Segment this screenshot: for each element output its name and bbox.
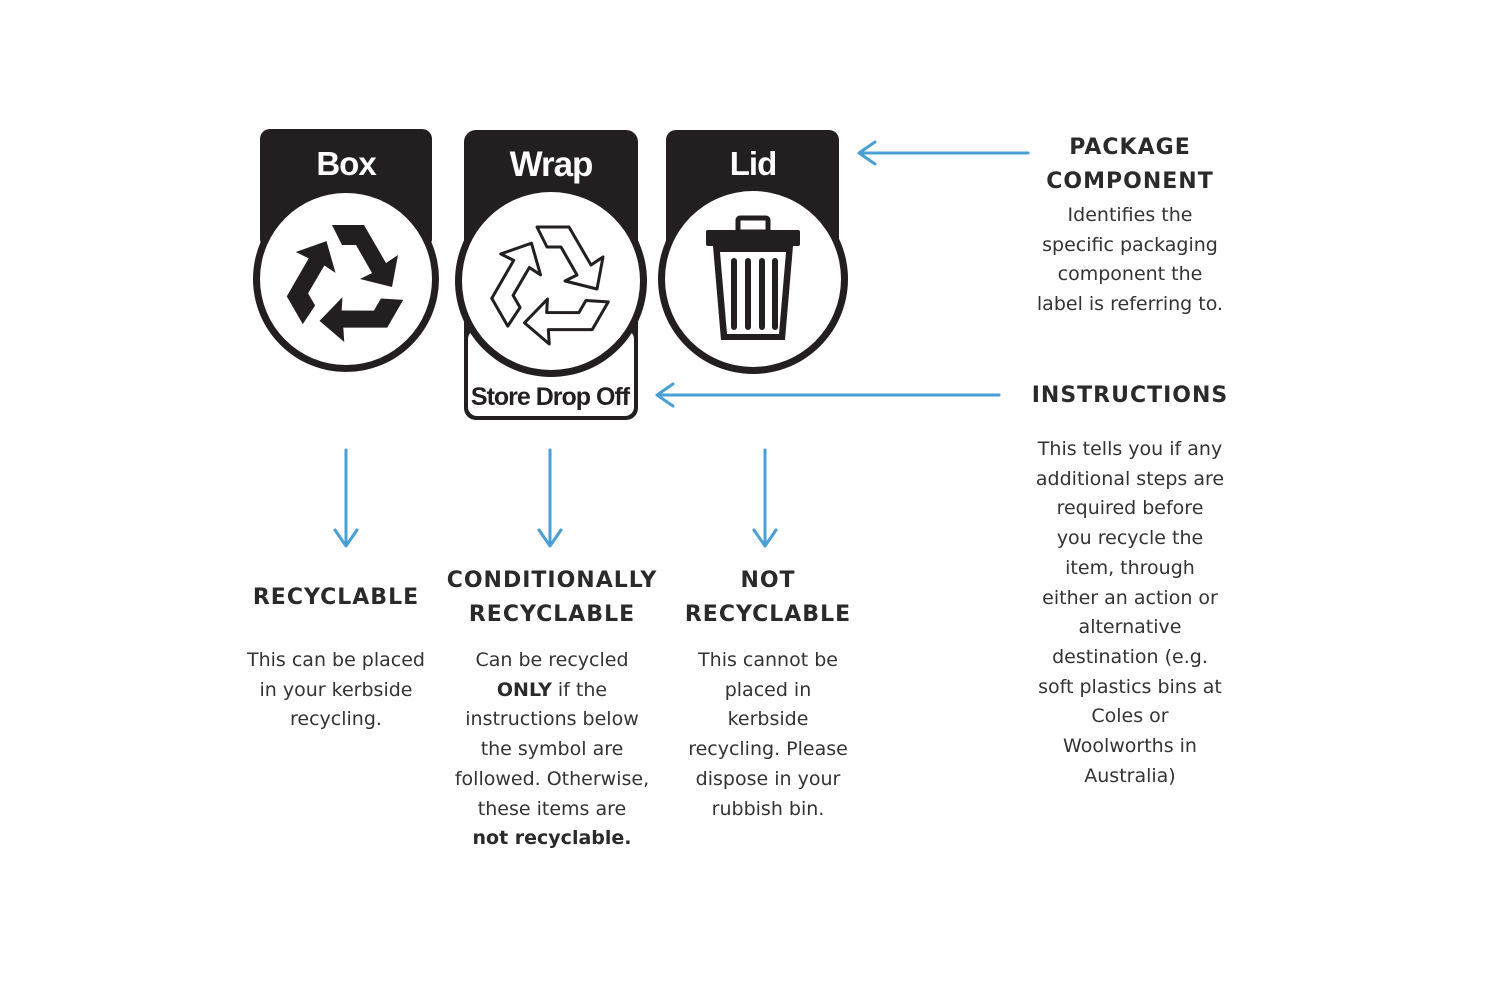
package-component-description: Identifies the specific packaging compon… xyxy=(1036,204,1224,316)
arrow-down-wrap xyxy=(537,448,563,548)
trash-bin-icon xyxy=(706,215,800,340)
instructions-heading: INSTRUCTIONS xyxy=(1031,383,1229,408)
label-component-text: Box xyxy=(316,145,377,182)
label-component-text: Lid xyxy=(730,145,776,182)
not-recyclable-description: This cannot be placed in kerbside recycl… xyxy=(688,649,848,820)
conditionally-recyclable-heading: CONDITIONALLY RECYCLABLE xyxy=(446,568,658,627)
arrow-down-lid xyxy=(752,448,778,548)
recyclable-description: This can be placed in your kerbside recy… xyxy=(246,649,425,731)
package-component-heading: PACKAGE COMPONENT xyxy=(1046,135,1214,194)
label-instruction-text: Store Drop Off xyxy=(471,383,631,411)
label-lid: Lid xyxy=(658,130,848,374)
only-emphasis: ONLY xyxy=(496,678,552,701)
arrow-package-component xyxy=(857,140,1030,166)
instructions-description: This tells you if any additional steps a… xyxy=(1035,438,1225,787)
not-recyclable-heading: NOT RECYCLABLE xyxy=(684,568,852,627)
label-component-text: Wrap xyxy=(510,145,593,184)
label-wrap: Wrap Store Drop Off xyxy=(455,130,647,420)
arrow-down-box xyxy=(333,448,359,548)
conditionally-recyclable-description: Can be recycled ONLY if the instructions… xyxy=(454,649,650,850)
arrow-instructions xyxy=(655,382,1001,408)
not-recyclable-emphasis: not recyclable. xyxy=(472,827,632,850)
label-box: Box xyxy=(253,129,439,372)
recyclable-heading: RECYCLABLE xyxy=(252,585,420,610)
